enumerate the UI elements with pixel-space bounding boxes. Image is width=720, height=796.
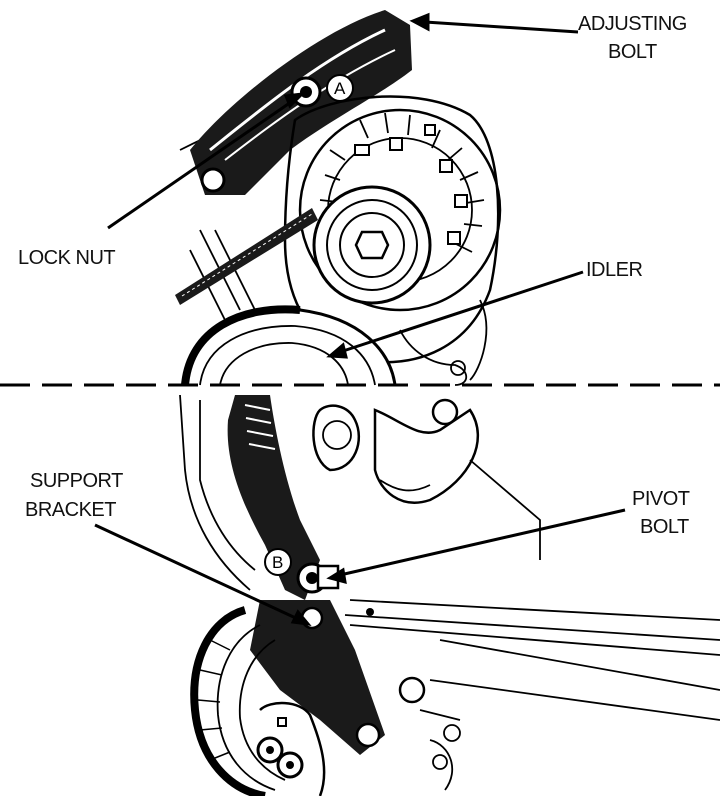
pivot-bolt-label-line2: BOLT [640,516,689,538]
idler-pulley [312,185,432,305]
pivot-bolt [296,562,340,594]
lock-nut-label: LOCK NUT [18,247,115,269]
tensioner-arm [227,395,320,600]
crank-pulley [181,305,397,386]
leader-lines [94,12,626,626]
support-bracket-label-line2: BRACKET [25,499,116,521]
upper-view: A [175,10,502,386]
callout-a: A [334,79,346,98]
adjusting-bolt-label-line2: BOLT [608,41,657,63]
callout-b: B [272,553,283,572]
labels: ADJUSTING BOLT LOCK NUT IDLER SUPPORT BR… [18,13,690,538]
adjusting-bolt-label-line1: ADJUSTING [578,13,687,35]
pivot-bolt-label-line1: PIVOT [632,488,690,510]
idler-label: IDLER [586,259,642,281]
lower-view: B [179,394,720,796]
lower-pulley [190,606,286,796]
support-bracket-label-line1: SUPPORT [30,470,123,492]
drive-belt [175,208,318,305]
support-bracket [250,600,385,755]
